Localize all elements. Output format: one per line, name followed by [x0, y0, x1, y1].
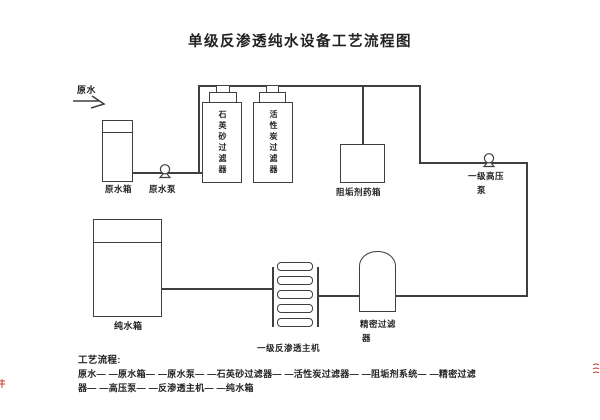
raw-water-tank-label: 原水箱: [105, 184, 133, 194]
raw-water-tank: [102, 120, 133, 182]
pipe-top-header: [198, 85, 420, 87]
pipe-left-riser: [198, 85, 200, 173]
edge-watermark-artifact-left: [0, 379, 5, 388]
feed-water-label: 原水: [77, 85, 97, 95]
pure-water-tank-label: 纯水箱: [114, 321, 143, 331]
ro-unit-label: 一级反渗透主机: [257, 343, 321, 353]
feed-arrow-icon: [73, 95, 106, 109]
pipe-riser-to-precision: [396, 295, 527, 297]
process-flow-line1: 原水— —原水箱— —原水泵— —石英砂过滤器— —活性炭过滤器— —阻垢剂系统…: [78, 369, 477, 379]
ro-membrane-2: [277, 276, 313, 285]
sand-filter-label: 石英砂过滤器: [218, 109, 227, 176]
precision-filter-vessel: [359, 251, 396, 312]
pipe-hp-pump-line: [419, 162, 527, 164]
raw-water-pump-symbol: [158, 164, 172, 179]
ro-membrane-3: [277, 290, 313, 299]
pipe-right-riser: [526, 162, 528, 297]
precision-filter-label-line2: 器: [362, 333, 372, 343]
pipe-right-elbow-down: [419, 85, 421, 163]
pipe-ro-left-manifold: [272, 267, 274, 327]
pure-water-tank: [93, 219, 162, 317]
hp-pump-label-line2: 泵: [477, 185, 487, 195]
raw-water-pump-label: 原水泵: [149, 184, 177, 194]
pure-water-tank-lid-line: [93, 242, 162, 243]
raw-water-tank-lid-line: [102, 132, 133, 133]
ro-membrane-4: [277, 304, 313, 313]
pipe-ro-to-puretank: [162, 288, 273, 290]
process-flow-heading: 工艺流程:: [78, 355, 121, 366]
diagram-title: 单级反渗透纯水设备工艺流程图: [188, 34, 412, 50]
ro-membrane-1: [277, 262, 313, 271]
hp-pump-label-line1: 一级高压: [468, 171, 505, 181]
pipe-ro-right-manifold: [317, 267, 319, 327]
pipe-dosing-drop: [362, 85, 364, 145]
antiscalant-dosing-tank-label: 阻垢剂药箱: [336, 187, 382, 197]
pipe-precision-to-ro: [318, 295, 361, 297]
ro-membrane-5: [277, 318, 313, 327]
hp-pump-symbol: [482, 153, 496, 168]
process-flow-line2: 器— —高压泵— —反渗透主机— —纯水箱: [78, 383, 254, 393]
carbon-filter-vessel: 活性炭过滤器: [253, 102, 293, 183]
antiscalant-dosing-tank: [340, 144, 385, 183]
carbon-filter-label: 活性炭过滤器: [269, 109, 278, 176]
precision-filter-label-line1: 精密过滤: [360, 319, 397, 329]
sand-filter-vessel: 石英砂过滤器: [202, 102, 242, 183]
edge-watermark-artifact-right: [592, 363, 600, 374]
